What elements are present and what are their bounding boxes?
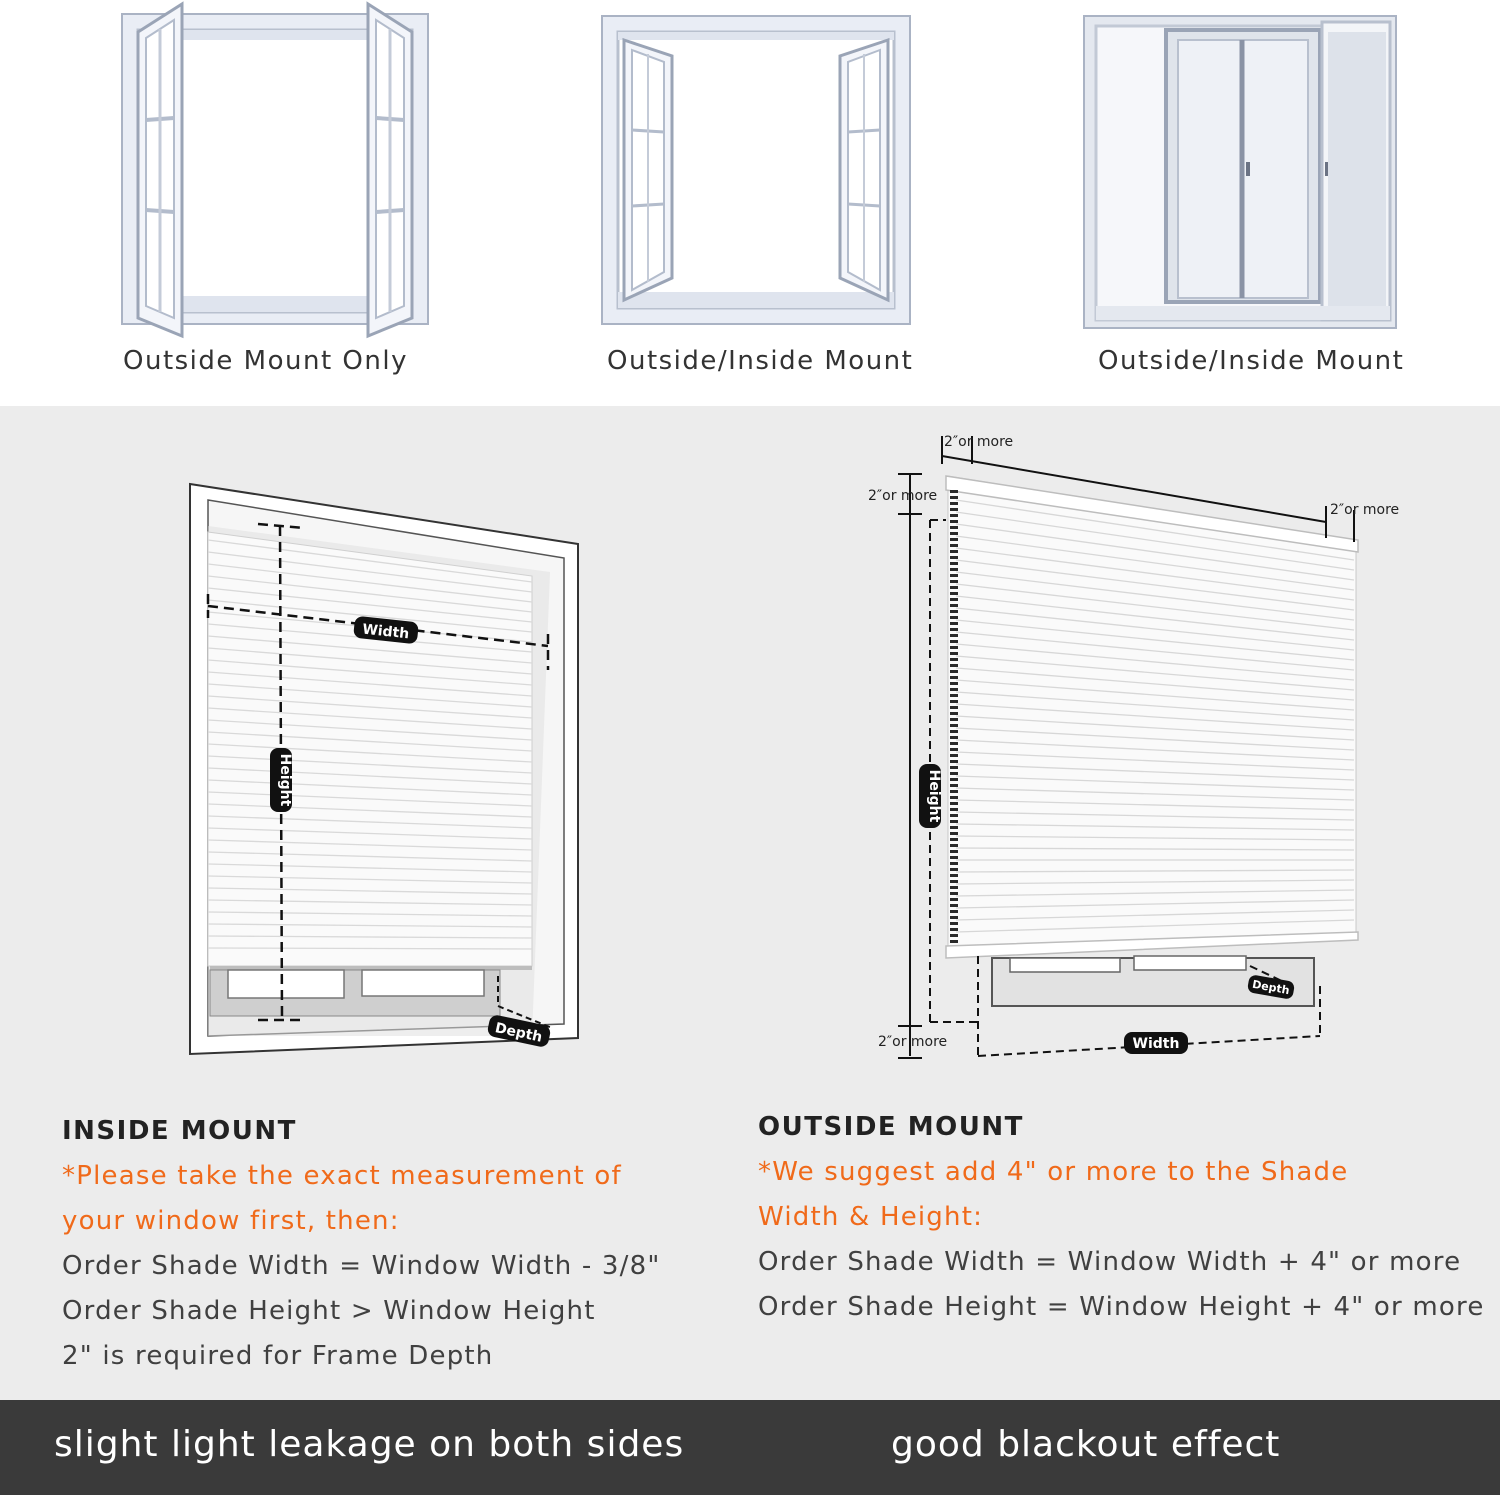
width-label-badge: Width: [1124, 1032, 1188, 1054]
window-caption-1: Outside Mount Only: [123, 346, 408, 376]
window-caption-3: Outside/Inside Mount: [1098, 346, 1405, 376]
inside-mount-note-line-2: your window first, then:: [62, 1206, 400, 1236]
inside-width-label: Width: [362, 622, 410, 643]
footer-light-leakage-text: slight light leakage on both sides: [54, 1424, 685, 1465]
inside-mount-rule-width: Order Shade Width = Window Width - 3/8": [62, 1251, 661, 1281]
outside-mount-rule-height: Order Shade Height = Window Height + 4" …: [758, 1292, 1485, 1322]
outside-mount-note-line-2: Width & Height:: [758, 1202, 984, 1232]
depth-dimension-line: [497, 976, 553, 1029]
width-label-badge: Width: [353, 616, 419, 644]
footer-blackout-text: good blackout effect: [891, 1424, 1281, 1465]
shade-pleats: [955, 499, 1355, 933]
outside-mount-note-line-1: *We suggest add 4" or more to the Shade: [758, 1157, 1349, 1187]
inside-mount-diagram: Width Height Depth: [189, 482, 579, 1056]
outside-width-label: Width: [1133, 1036, 1180, 1052]
casement-window-open-icon: [121, 1, 429, 339]
top-right-allowance-note: 2″or more: [1330, 502, 1399, 518]
sliding-window-icon: [1083, 15, 1397, 329]
left-top-allowance-note: 2″or more: [868, 488, 937, 504]
top-width-allowance: [941, 436, 1355, 542]
bottom-allowance-note: 2″or more: [878, 1034, 947, 1050]
inside-height-label: Height: [277, 754, 293, 807]
height-label-badge: Height: [919, 764, 942, 828]
casement-window-inward-icon: [601, 15, 911, 325]
inside-mount-note-line-1: *Please take the exact measurement of: [62, 1161, 622, 1191]
inside-mount-rule-height: Order Shade Height > Window Height: [62, 1296, 596, 1326]
top-left-allowance-note: 2″or more: [944, 434, 1013, 450]
outside-mount-rule-width: Order Shade Width = Window Width + 4" or…: [758, 1247, 1462, 1277]
inside-mount-rule-depth: 2" is required for Frame Depth: [62, 1341, 494, 1371]
depth-label-badge: Depth: [1247, 975, 1295, 999]
outside-height-label: Height: [926, 770, 942, 823]
outside-mount-heading: OUTSIDE MOUNT: [758, 1112, 1024, 1142]
height-label-badge: Height: [270, 748, 293, 812]
shade-pleats: [207, 539, 533, 950]
outside-mount-diagram: 2″or more 2″or more 2″or more 2″or more …: [868, 434, 1399, 1059]
window-caption-2: Outside/Inside Mount: [607, 346, 914, 376]
inside-mount-heading: INSIDE MOUNT: [62, 1116, 297, 1146]
width-dimension-line: [206, 594, 550, 670]
footer-bar: [0, 1400, 1500, 1495]
outside-depth-label: Depth: [1251, 978, 1290, 997]
height-dimension-line: [898, 473, 922, 1059]
